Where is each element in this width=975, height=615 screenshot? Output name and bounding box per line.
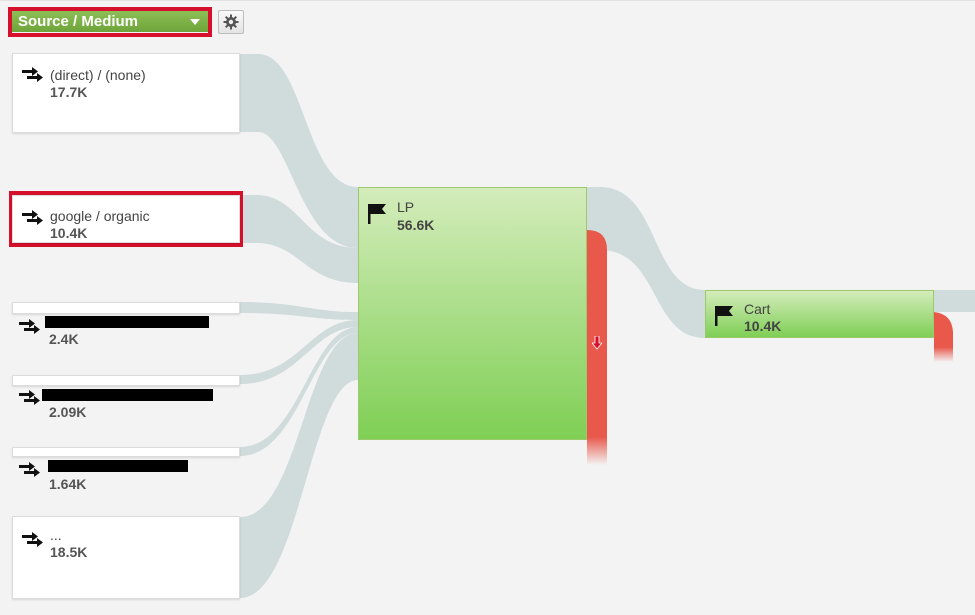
settings-button[interactable] bbox=[218, 10, 244, 34]
flow-google-to-lp bbox=[240, 195, 358, 283]
redacted-label bbox=[45, 316, 209, 328]
flow-lp-to-cart bbox=[587, 187, 705, 338]
step-node-lp[interactable]: LP 56.6K bbox=[358, 187, 587, 440]
source-value: 10.4K bbox=[50, 225, 88, 241]
flow-other-to-lp bbox=[240, 333, 358, 598]
entrance-arrow-icon bbox=[19, 319, 40, 334]
source-node-5[interactable] bbox=[12, 447, 240, 457]
entrance-arrow-icon bbox=[22, 532, 43, 547]
source-value: 17.7K bbox=[50, 84, 88, 100]
flow-direct-to-lp bbox=[240, 54, 358, 248]
step-label: LP bbox=[397, 199, 415, 215]
source-label: google / organic bbox=[50, 208, 150, 224]
step-value: 10.4K bbox=[744, 318, 782, 334]
source-node-google-organic[interactable]: google / organic 10.4K bbox=[12, 195, 240, 243]
redacted-label bbox=[48, 460, 188, 472]
source-node-3[interactable] bbox=[12, 302, 240, 314]
arrow-down-icon bbox=[592, 336, 602, 350]
step-value: 56.6K bbox=[397, 217, 435, 233]
step-label: Cart bbox=[744, 301, 771, 317]
source-node-4[interactable] bbox=[12, 375, 240, 386]
entrance-arrow-icon bbox=[22, 210, 43, 225]
flow-source4-to-lp bbox=[240, 320, 358, 384]
entrance-arrow-icon bbox=[22, 67, 43, 82]
entrance-arrow-icon bbox=[19, 462, 40, 477]
source-label: (direct) / (none) bbox=[50, 67, 146, 83]
source-highlight bbox=[9, 191, 243, 247]
flow-source3-to-lp bbox=[240, 302, 358, 320]
caret-down-icon bbox=[190, 19, 200, 25]
gear-icon bbox=[223, 14, 239, 30]
entrance-arrow-icon bbox=[19, 390, 40, 405]
dimension-selector[interactable]: Source / Medium bbox=[12, 11, 208, 32]
dropoff-lp[interactable] bbox=[587, 230, 608, 465]
source-value: 18.5K bbox=[50, 544, 88, 560]
step-node-cart[interactable]: Cart 10.4K bbox=[705, 290, 934, 338]
source-node-other[interactable]: ... 18.5K bbox=[12, 516, 240, 599]
source-label: ... bbox=[50, 527, 62, 543]
flag-icon bbox=[368, 204, 386, 224]
flag-icon bbox=[715, 306, 733, 326]
source-value: 2.09K bbox=[49, 404, 87, 420]
dropoff-cart bbox=[934, 312, 953, 362]
source-node-direct[interactable]: (direct) / (none) 17.7K bbox=[12, 53, 240, 133]
source-value: 1.64K bbox=[49, 476, 87, 492]
dimension-selector-label: Source / Medium bbox=[18, 13, 139, 30]
flow-cart-continue bbox=[934, 290, 975, 312]
top-divider bbox=[0, 0, 975, 1]
redacted-label bbox=[42, 389, 213, 401]
source-value: 2.4K bbox=[49, 331, 79, 347]
dimension-highlight bbox=[8, 7, 212, 37]
